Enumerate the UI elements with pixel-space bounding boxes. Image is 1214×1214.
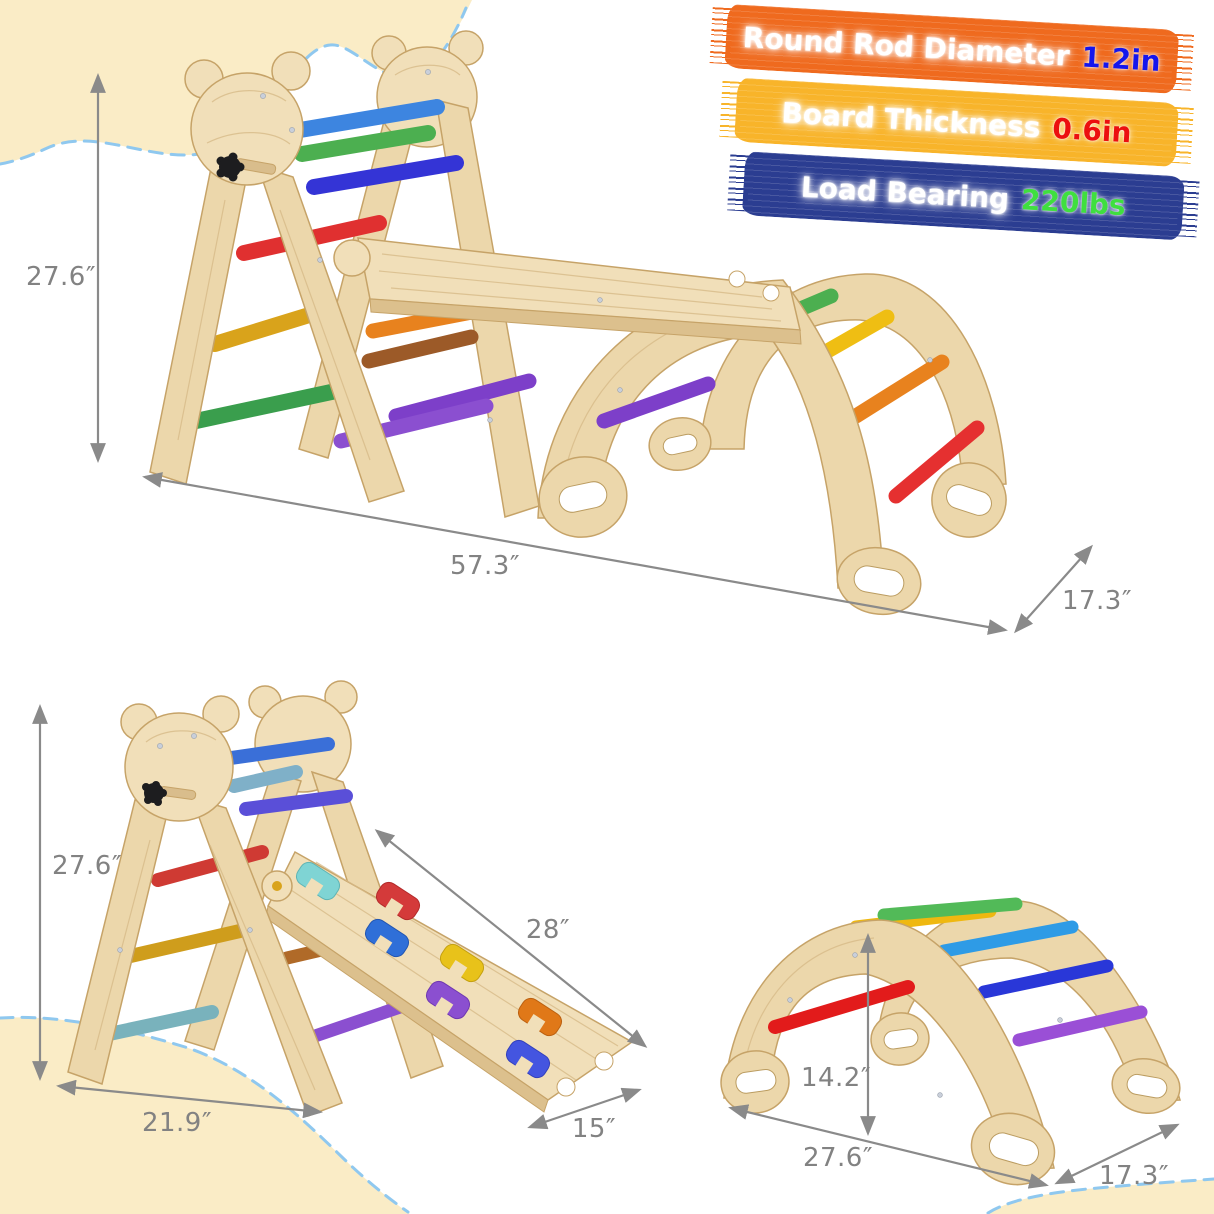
- board-notch: [728, 270, 746, 288]
- bear-head-panel-front: [120, 695, 240, 822]
- spec-badges: Round Rod Diameter 1.2in Board Thickness…: [716, 4, 1185, 241]
- combo-depth-arrow: [1014, 544, 1093, 634]
- ramp-notch: [556, 1077, 576, 1097]
- spec-badge-label: Load Bearing: [800, 170, 1011, 215]
- cream-wave-bottom-right: [986, 1179, 1214, 1214]
- front-left-leg: [149, 157, 249, 485]
- rocker-near-left-foot: [720, 1050, 790, 1114]
- dim-label-triangle-height: 27.6″: [51, 851, 123, 881]
- spec-badge-label: Round Rod Diameter: [742, 20, 1071, 73]
- rocker-near-right-foot: [970, 1112, 1056, 1186]
- dim-label-rocker-height: 14.2″: [800, 1063, 872, 1093]
- board-notch: [762, 284, 780, 302]
- spec-badge-value: 0.6in: [1051, 111, 1133, 149]
- top-rungs: [224, 737, 353, 816]
- arch-purple-rung: [596, 376, 716, 429]
- lock-knob: [216, 152, 277, 182]
- arch-far-left-foot: [648, 417, 712, 471]
- board-side-face: [369, 298, 802, 345]
- combo-climbing-triangle: [149, 30, 540, 518]
- dim-label-ramp-width: 15″: [571, 1114, 617, 1144]
- dim-label-combo-length: 57.3″: [449, 551, 521, 581]
- dim-label-rocker-length: 27.6″: [802, 1143, 874, 1173]
- rocker-far-left-foot: [870, 1012, 930, 1066]
- triangle-ramp-view: [32, 680, 648, 1130]
- rocker-depth-arrow: [1054, 1123, 1180, 1185]
- combo-view: [90, 30, 1093, 635]
- ramp-notch: [594, 1051, 614, 1071]
- combo-length-arrow: [142, 472, 1008, 635]
- ramp-triangle-front-frame: [67, 695, 343, 1117]
- dim-label-combo-height: 27.6″: [25, 262, 97, 292]
- rocker-near-band: [723, 919, 1055, 1171]
- dim-label-triangle-base: 21.9″: [141, 1108, 213, 1138]
- dashed-curve-bottom-right: [986, 1177, 1214, 1214]
- combo-slide-board: [333, 237, 802, 345]
- spec-badge-label: Board Thickness: [780, 95, 1042, 144]
- dim-label-combo-depth: 17.3″: [1061, 586, 1133, 616]
- rocker-length-arrow: [728, 1104, 1049, 1189]
- ramp-length-arrow: [374, 829, 648, 1048]
- ramp-width-arrow: [527, 1087, 642, 1130]
- rocker-far-right-foot: [1111, 1058, 1181, 1114]
- arch-rocker-view: [720, 897, 1181, 1189]
- board-pivot-dowel: [333, 239, 371, 277]
- spec-badge-value: 1.2in: [1080, 39, 1162, 78]
- bear-head-panel-front: [184, 51, 311, 186]
- dim-label-ramp-length: 28″: [525, 915, 571, 945]
- rocker-red-rung: [768, 980, 915, 1034]
- ramp-triangle-base-arrow: [56, 1079, 323, 1119]
- dim-label-rocker-depth: 17.3″: [1098, 1161, 1170, 1191]
- spec-badge-value: 220lbs: [1020, 182, 1127, 222]
- lock-knob: [142, 781, 197, 806]
